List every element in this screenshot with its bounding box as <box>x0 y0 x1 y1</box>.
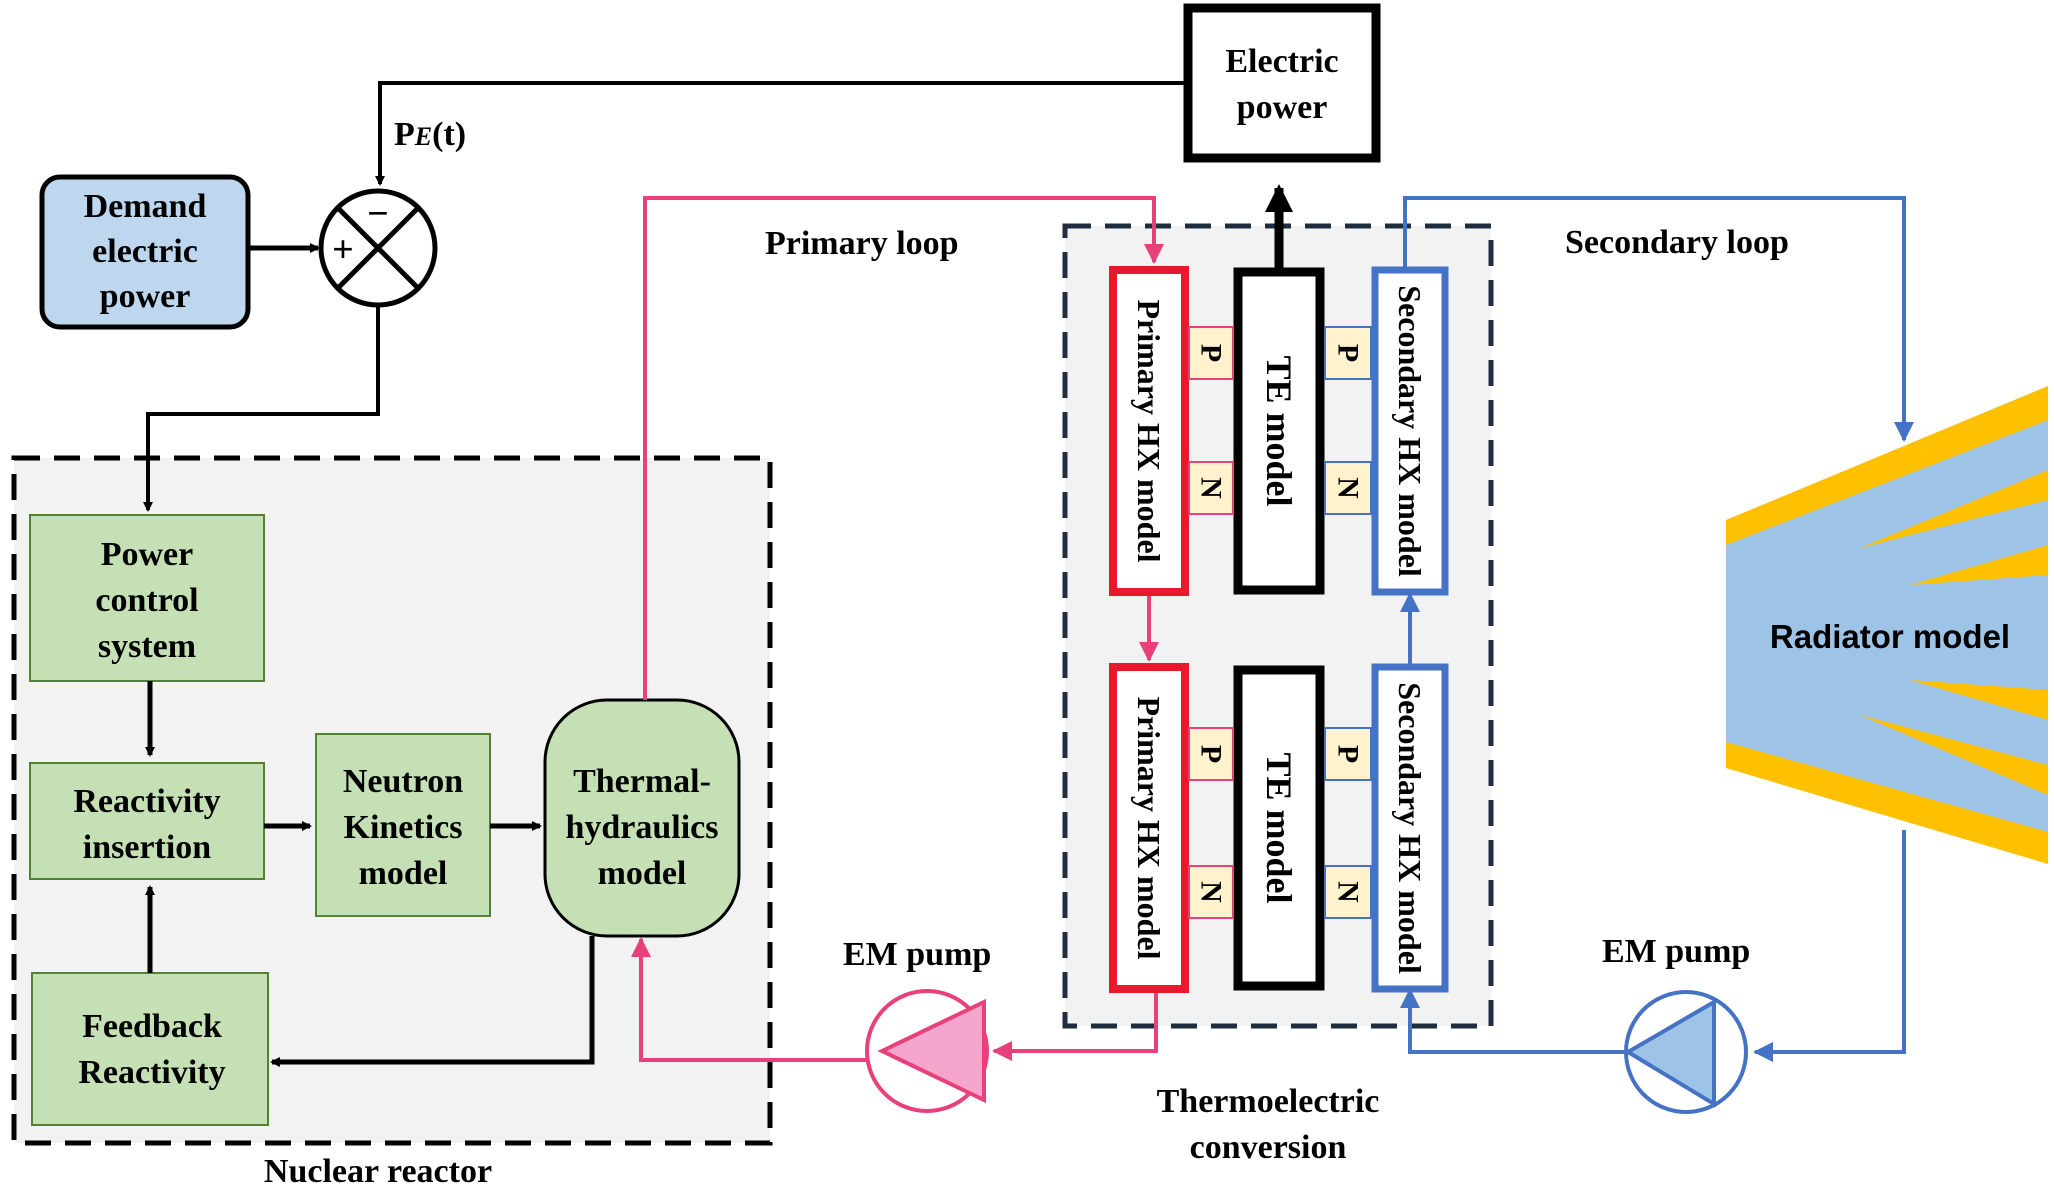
nuclear-reactor-label: Nuclear reactor <box>264 1153 492 1190</box>
p-junction-lower-left <box>1188 727 1234 781</box>
p-junction-lower-right-label: P <box>1332 745 1365 763</box>
demand-label-1: Demand <box>84 188 207 225</box>
n-junction-lower-right-label: N <box>1332 881 1365 903</box>
secondary-hx-lower-block <box>1371 663 1449 993</box>
radiator-block <box>1726 386 2048 864</box>
primary-hx-upper-label: Primary HX model <box>1131 299 1167 562</box>
secondary-loop-hot-line <box>1403 196 1914 442</box>
secondary-loop-radiator-return <box>1753 830 1906 1062</box>
neutron-kinetics-label-3: model <box>359 855 448 892</box>
te-model-lower-label: TE model <box>1259 752 1299 903</box>
n-junction-upper-left-label: N <box>1195 477 1228 499</box>
reactivity-insertion-label-2: insertion <box>83 829 212 866</box>
secondary-em-pump-icon <box>1624 990 1748 1114</box>
n-junction-lower-right <box>1324 865 1372 919</box>
primary-loop-hot-leg <box>643 196 1164 700</box>
feedback-label-1: Feedback <box>82 1008 222 1045</box>
primary-loop-label: Primary loop <box>765 225 959 262</box>
sum-to-control-line <box>143 305 380 512</box>
secondary-hx-upper-block <box>1371 266 1449 596</box>
primary-em-pump-icon <box>865 989 989 1113</box>
p-junction-upper-right <box>1324 326 1372 380</box>
thermal-hydraulics-label-2: hydraulics <box>565 809 718 846</box>
neutron-kinetics-block <box>315 733 491 917</box>
neutron-kinetics-label-1: Neutron <box>343 763 463 800</box>
summing-plus-sign: + <box>332 229 354 271</box>
p-junction-upper-left-label: P <box>1195 344 1228 362</box>
thermoelectric-conversion-label-1: Thermoelectric <box>1157 1083 1380 1120</box>
feedback-reactivity-block <box>31 972 269 1126</box>
electric-power-label-1: Electric <box>1225 43 1338 80</box>
secondary-em-pump-label: EM pump <box>1602 933 1750 970</box>
thermoelectric-conversion-label-2: conversion <box>1190 1129 1347 1166</box>
te-model-upper-label: TE model <box>1259 355 1299 506</box>
secondary-hx-lower-label: Secondary HX model <box>1392 682 1428 974</box>
primary-hx-lower-block <box>1109 663 1189 993</box>
power-control-label-2: control <box>95 582 198 619</box>
pe-signal-label: PE(t) <box>394 116 466 153</box>
secondary-loop-label: Secondary loop <box>1565 224 1789 261</box>
demand-electric-power-block <box>39 174 251 330</box>
power-control-label-1: Power <box>101 536 194 573</box>
pe-feedback-line <box>375 81 1188 186</box>
primary-hx-lower-label: Primary HX model <box>1131 696 1167 959</box>
p-junction-upper-left <box>1188 326 1234 380</box>
thermal-hydraulics-label-1: Thermal- <box>573 763 711 800</box>
n-junction-lower-left <box>1188 865 1234 919</box>
electric-power-block <box>1183 3 1381 163</box>
p-junction-lower-right <box>1324 727 1372 781</box>
primary-loop-return-line <box>631 937 867 1062</box>
electric-power-label-2: power <box>1237 89 1328 126</box>
thermal-hydraulics-label-3: model <box>598 855 687 892</box>
primary-em-pump-label: EM pump <box>843 936 991 973</box>
secondary-loop-pump-to-hx <box>1400 988 1624 1054</box>
power-control-label-3: system <box>98 628 196 665</box>
te-model-lower-block <box>1233 665 1325 991</box>
n-junction-upper-right <box>1324 461 1372 515</box>
hydraulics-to-feedback-line <box>270 936 595 1067</box>
n-junction-upper-right-label: N <box>1332 477 1365 499</box>
primary-loop-to-pump-line <box>992 990 1158 1061</box>
p-junction-lower-left-label: P <box>1195 745 1228 763</box>
demand-label-3: power <box>100 278 191 315</box>
primary-hx-upper-block <box>1109 266 1189 596</box>
n-junction-upper-left <box>1188 461 1234 515</box>
summing-junction: + − <box>318 188 438 308</box>
reactivity-insertion-label-1: Reactivity <box>73 783 220 820</box>
p-junction-upper-right-label: P <box>1332 344 1365 362</box>
summing-minus-sign: − <box>367 193 389 235</box>
n-junction-lower-left-label: N <box>1195 881 1228 903</box>
secondary-hx-upper-label: Secondary HX model <box>1392 285 1428 577</box>
radiator-label: Radiator model <box>1770 618 2010 655</box>
power-control-system-block <box>29 514 265 682</box>
feedback-label-2: Reactivity <box>78 1054 225 1091</box>
demand-label-2: electric <box>92 233 198 270</box>
thermal-hydraulics-block <box>543 698 741 938</box>
reactivity-insertion-block <box>29 762 265 880</box>
neutron-kinetics-label-2: Kinetics <box>344 809 463 846</box>
